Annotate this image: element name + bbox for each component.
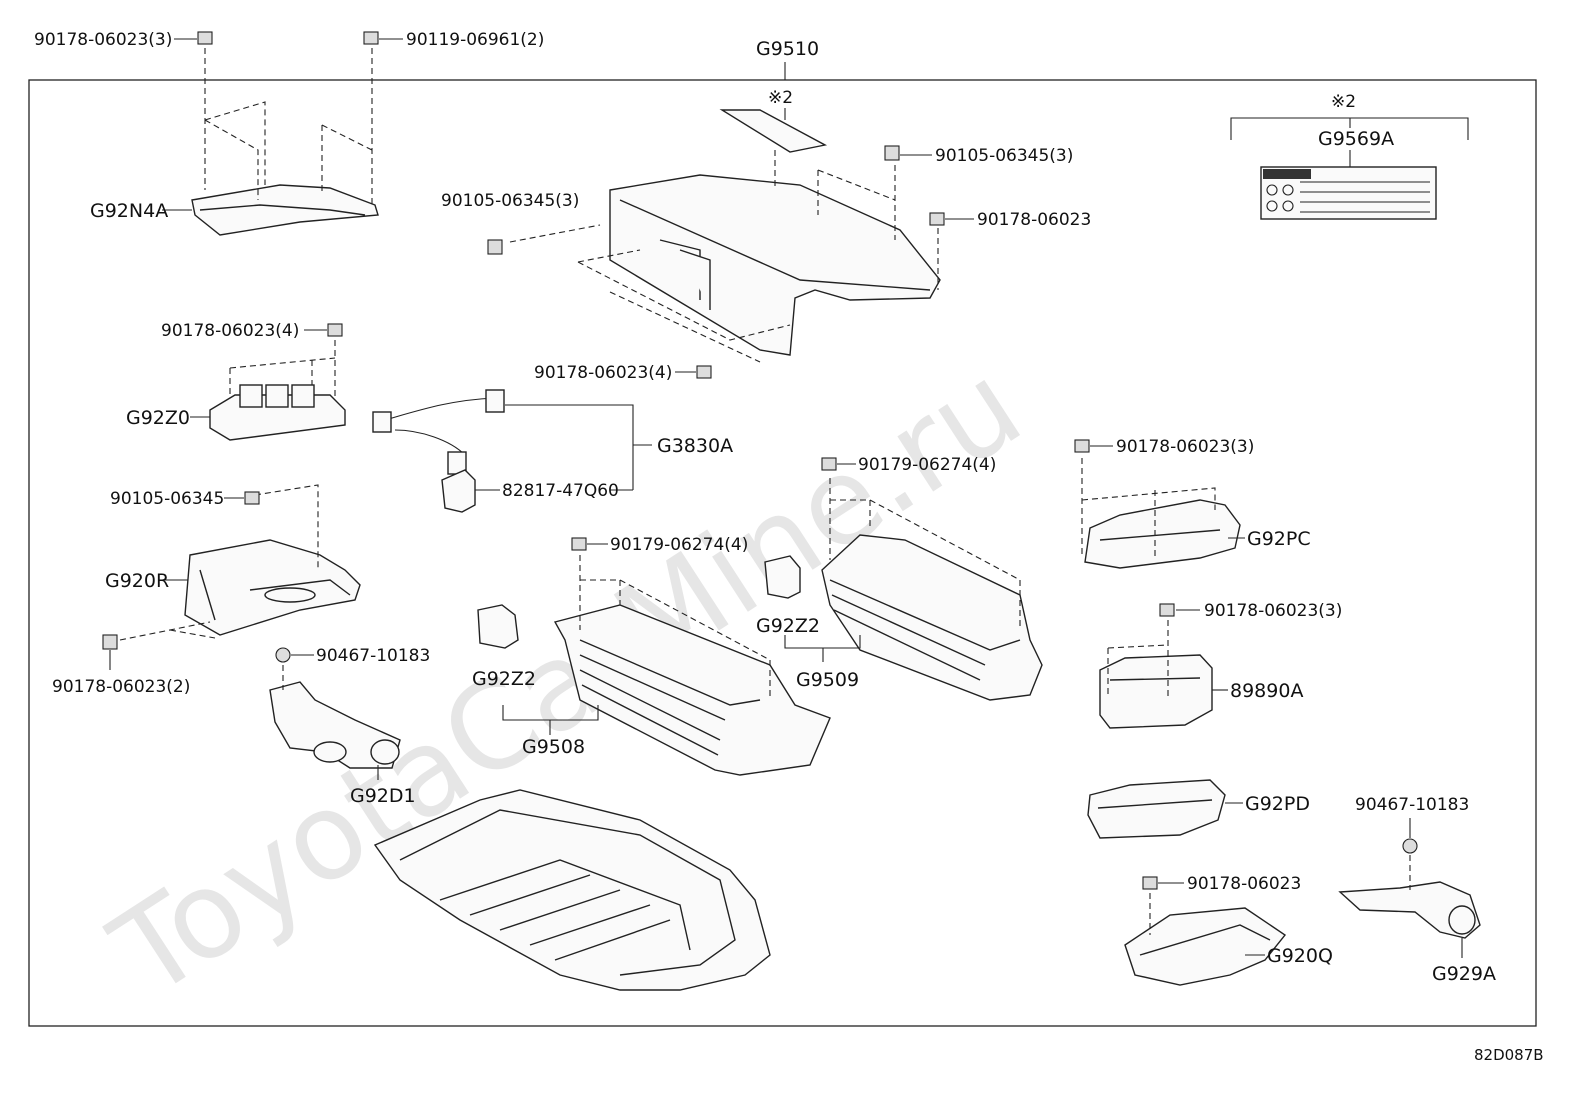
part-g929a[interactable] (1338, 855, 1481, 958)
label-g92z2-b: G92Z2 (756, 615, 820, 637)
grommet-icon (275, 647, 291, 663)
part-g920q[interactable] (1124, 893, 1287, 986)
bolt-icon (363, 31, 379, 45)
nut-icon (102, 634, 118, 650)
label-90178-06023-3-top: 90178-06023(3) (34, 30, 172, 50)
label-90467-10183-b: 90467-10183 (1355, 795, 1469, 815)
part-g92pd[interactable] (1087, 779, 1243, 839)
part-89890a[interactable] (1099, 620, 1228, 729)
bolt-icon (197, 31, 213, 45)
bolt-icon (244, 491, 260, 505)
nut-icon (929, 212, 945, 226)
label-90467-10183-a: 90467-10183 (316, 646, 430, 666)
nut-icon (696, 365, 712, 379)
part-g92z2-a[interactable] (477, 604, 519, 649)
label-90105-06345: 90105-06345 (110, 489, 224, 509)
label-90178-06023-3-pc: 90178-06023(3) (1116, 437, 1254, 457)
label-g92pc: G92PC (1247, 528, 1311, 550)
ref-note-2b: ※2 (1331, 92, 1356, 112)
label-g92pd: G92PD (1245, 793, 1310, 815)
label-90105-06345-3-right: 90105-06345(3) (935, 146, 1073, 166)
bolt-icon (884, 145, 900, 161)
label-90178-06023-4-b: 90178-06023(4) (534, 363, 672, 383)
grommet-icon (1402, 838, 1418, 854)
part-g92d1[interactable] (269, 665, 401, 780)
label-g92n4a: G92N4A (90, 200, 168, 222)
label-g929a: G929A (1432, 963, 1496, 985)
label-90105-06345-3-left: 90105-06345(3) (441, 191, 579, 211)
nut-icon (1074, 439, 1090, 453)
label-90178-06023-2: 90178-06023(2) (52, 677, 190, 697)
part-g92pc[interactable] (1081, 458, 1245, 569)
label-g9509: G9509 (796, 669, 859, 691)
label-82817-47q60: 82817-47Q60 (502, 481, 619, 501)
warning-label-icon[interactable] (1260, 166, 1437, 220)
diagram-frame (28, 79, 1537, 1027)
label-90178-06023-right: 90178-06023 (977, 210, 1091, 230)
label-sheet-icon (719, 109, 828, 153)
label-g9508: G9508 (522, 736, 585, 758)
part-g92z2-b[interactable] (764, 555, 801, 599)
label-g9510: G9510 (756, 38, 819, 60)
part-g920r[interactable] (119, 484, 361, 641)
part-g9508[interactable] (553, 555, 831, 776)
label-g9569a: G9569A (1318, 128, 1394, 150)
label-g3830a: G3830A (657, 435, 733, 457)
label-90119-06961: 90119-06961(2) (406, 30, 544, 50)
label-g92z2-a: G92Z2 (472, 668, 536, 690)
nut-icon (1159, 603, 1175, 617)
part-g9510-cover[interactable] (509, 150, 941, 363)
part-battery-tray[interactable] (373, 789, 771, 991)
nut-icon (1142, 876, 1158, 890)
figure-code: 82D087B (1474, 1046, 1544, 1064)
label-90178-06023-q: 90178-06023 (1187, 874, 1301, 894)
part-g92z0[interactable] (190, 340, 346, 441)
nut-icon (327, 323, 343, 337)
part-g92n4a[interactable] (162, 48, 379, 236)
label-g92d1: G92D1 (350, 785, 416, 807)
nut-icon (571, 537, 587, 551)
label-g920q: G920Q (1267, 945, 1333, 967)
bolt-icon (487, 239, 503, 255)
label-90178-06023-4-a: 90178-06023(4) (161, 321, 299, 341)
ref-note-2: ※2 (768, 88, 793, 108)
label-90179-06274-b: 90179-06274(4) (858, 455, 996, 475)
label-g920r: G920R (105, 570, 169, 592)
nut-icon (821, 457, 837, 471)
part-g9509[interactable] (821, 478, 1043, 701)
label-g92z0: G92Z0 (126, 407, 190, 429)
label-90179-06274-a: 90179-06274(4) (610, 535, 748, 555)
part-g3830a[interactable] (372, 389, 652, 490)
label-90178-06023-3-898: 90178-06023(3) (1204, 601, 1342, 621)
part-82817-47q60[interactable] (441, 469, 500, 513)
label-89890a: 89890A (1230, 680, 1303, 702)
